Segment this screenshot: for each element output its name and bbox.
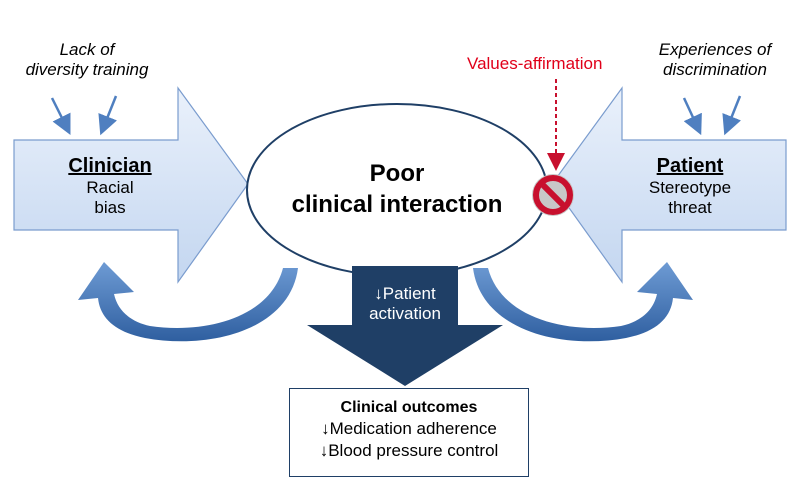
experiences-label: Experiences of discrimination [630, 40, 800, 79]
clinical-outcomes-box: Clinical outcomes ↓Medication adherence … [289, 388, 529, 477]
patient-text: Patient Stereotype threat [620, 155, 760, 219]
patient-arrow [551, 86, 787, 284]
prohibition-icon [532, 174, 574, 216]
small-arrow-left-2 [98, 95, 118, 136]
values-affirmation-label: Values-affirmation [467, 54, 603, 73]
patient-line1: Stereotype [648, 178, 732, 197]
patient-line2: threat [668, 198, 712, 218]
activation-line1: ↓Patient [374, 284, 436, 303]
center-text: Poor clinical interaction [247, 158, 547, 220]
clinician-title: Clinician [68, 155, 152, 177]
small-arrow-right-1 [682, 97, 702, 136]
patient-title: Patient [656, 155, 724, 177]
lack-of-training-label: Lack of diversity training [2, 40, 172, 79]
clinician-line1: Racial [86, 178, 134, 197]
lack-line1: Lack of [59, 40, 115, 59]
center-line2: clinical interaction [291, 191, 503, 219]
outcomes-line1: ↓Medication adherence [321, 419, 497, 438]
exp-line1: Experiences of [658, 40, 772, 59]
center-line1: Poor [369, 160, 425, 187]
down-arrow [307, 266, 503, 386]
clinician-text: Clinician Racial bias [40, 155, 180, 219]
patient-activation-text: ↓Patient activation [340, 284, 470, 323]
right-feedback-curve [473, 262, 693, 342]
small-arrow-right-2 [722, 95, 742, 136]
left-feedback-curve [78, 262, 298, 342]
outcomes-line2: ↓Blood pressure control [319, 441, 499, 460]
exp-line2: discrimination [663, 59, 767, 79]
outcomes-title: Clinical outcomes [340, 399, 478, 416]
clinician-arrow [13, 86, 249, 284]
activation-line2: activation [369, 303, 441, 323]
clinician-line2: bias [94, 198, 126, 218]
lack-line2: diversity training [25, 59, 149, 79]
small-arrow-left-1 [50, 97, 71, 135]
